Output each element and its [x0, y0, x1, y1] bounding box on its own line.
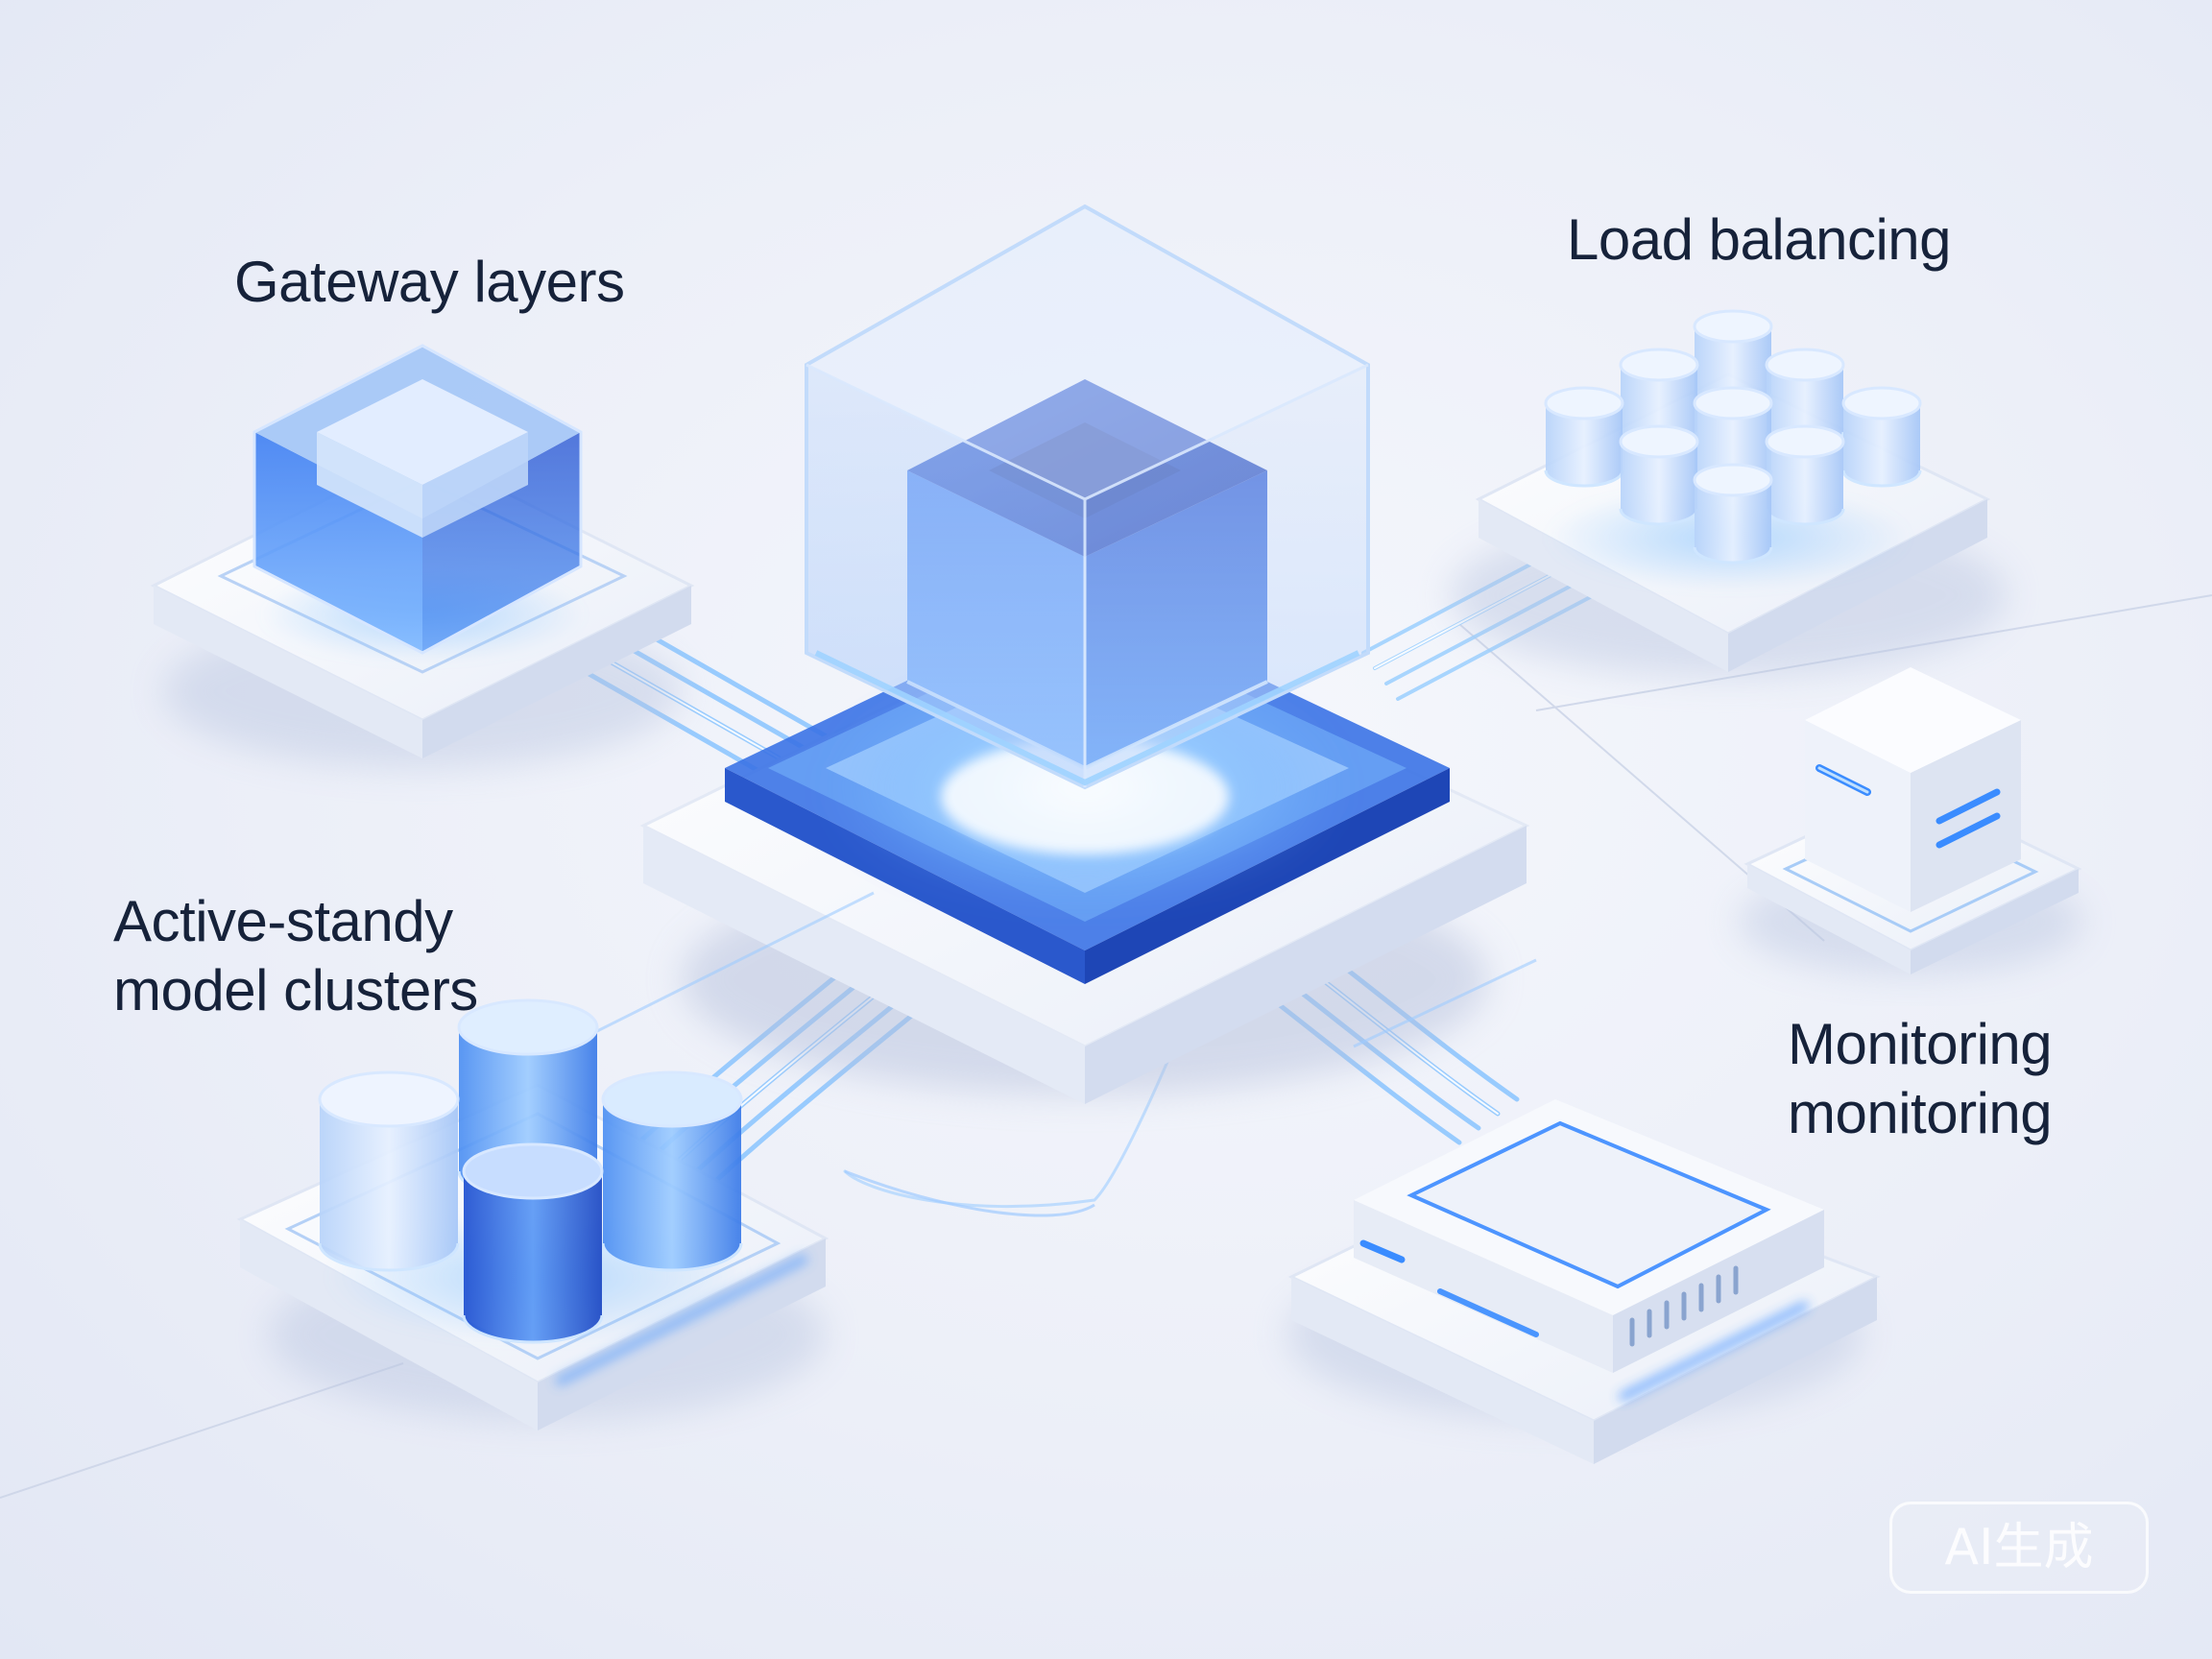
auxiliary-node	[1738, 667, 2083, 974]
load-balancer-cylinder	[1841, 386, 1922, 488]
monitoring-node	[1286, 1099, 1881, 1464]
cluster-cylinder	[601, 1070, 743, 1272]
monitoring-label-line1: Monitoring	[1788, 1012, 2053, 1076]
load-balancer-cylinder	[1544, 386, 1624, 488]
ai-generated-watermark: AI生成	[1889, 1502, 2149, 1594]
load-balancer-cylinder	[1765, 424, 1845, 526]
gateway-layers-label: Gateway layers	[234, 250, 625, 314]
load-balancing-node	[1450, 309, 2007, 677]
load-balancing-label: Load balancing	[1567, 207, 1952, 272]
load-balancer-cylinder	[1619, 424, 1699, 526]
cluster-cylinder	[318, 1070, 460, 1272]
load-balancer-cylinder	[1693, 463, 1773, 565]
active-standby-label-line2: model clusters	[113, 958, 478, 1022]
active-standby-label: Active-standy model clusters	[113, 887, 478, 1025]
cluster-cylinder	[462, 1142, 604, 1344]
monitor-device-icon	[1354, 1099, 1824, 1401]
central-hub-node	[585, 204, 1537, 1217]
monitoring-label-line2: monitoring	[1788, 1081, 2053, 1145]
load-balancer-cylinder	[1693, 309, 1773, 411]
active-standby-node	[236, 998, 830, 1431]
cube-icon	[252, 344, 586, 662]
load-balancer-cylinder	[1693, 386, 1773, 488]
load-balancer-cylinder	[1765, 348, 1845, 449]
active-standby-label-line1: Active-standy	[113, 889, 453, 953]
load-balancer-cylinder	[1619, 348, 1699, 449]
database-cylinders-icon	[318, 998, 743, 1344]
server-box-icon	[1805, 667, 2021, 912]
cylinder-grid-icon	[1544, 309, 1922, 565]
monitoring-label: Monitoring monitoring	[1788, 1010, 2053, 1148]
glass-cube-core-icon	[805, 204, 1370, 790]
gateway-node	[150, 344, 695, 768]
